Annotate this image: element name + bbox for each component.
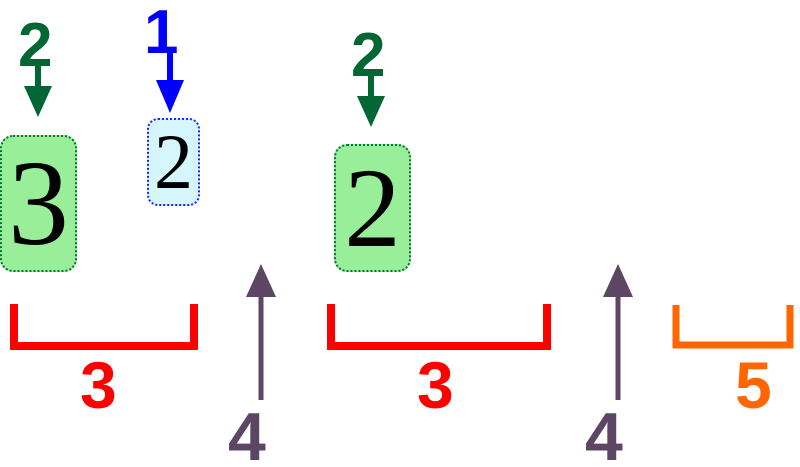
step-label-3: 2 <box>351 21 386 90</box>
span-bracket-red-1 <box>10 304 198 350</box>
up-arrow-purple-1 <box>246 264 276 400</box>
up-arrow-label-1: 4 <box>228 399 266 467</box>
span-bracket-orange-1 <box>672 305 794 349</box>
span-label-3: 5 <box>735 348 772 422</box>
up-arrow-purple-2 <box>603 264 633 400</box>
token-value-1: 3 <box>8 135 69 271</box>
token-box-3[interactable]: 2 <box>334 144 411 272</box>
token-box-1[interactable]: 3 <box>0 135 77 272</box>
up-arrow-label-2: 4 <box>585 399 623 467</box>
span-label-1: 3 <box>80 348 117 422</box>
step-label-1: 2 <box>18 11 53 80</box>
step-label-2: 1 <box>144 0 179 67</box>
step-arrow-down-3 <box>357 70 385 127</box>
span-label-2: 3 <box>417 348 454 422</box>
step-arrow-down-2 <box>156 50 184 113</box>
token-value-2: 2 <box>154 118 193 205</box>
token-box-2[interactable]: 2 <box>147 118 200 206</box>
token-value-3: 2 <box>344 145 401 271</box>
step-arrow-down-1 <box>24 60 52 117</box>
span-bracket-red-2 <box>327 304 551 350</box>
